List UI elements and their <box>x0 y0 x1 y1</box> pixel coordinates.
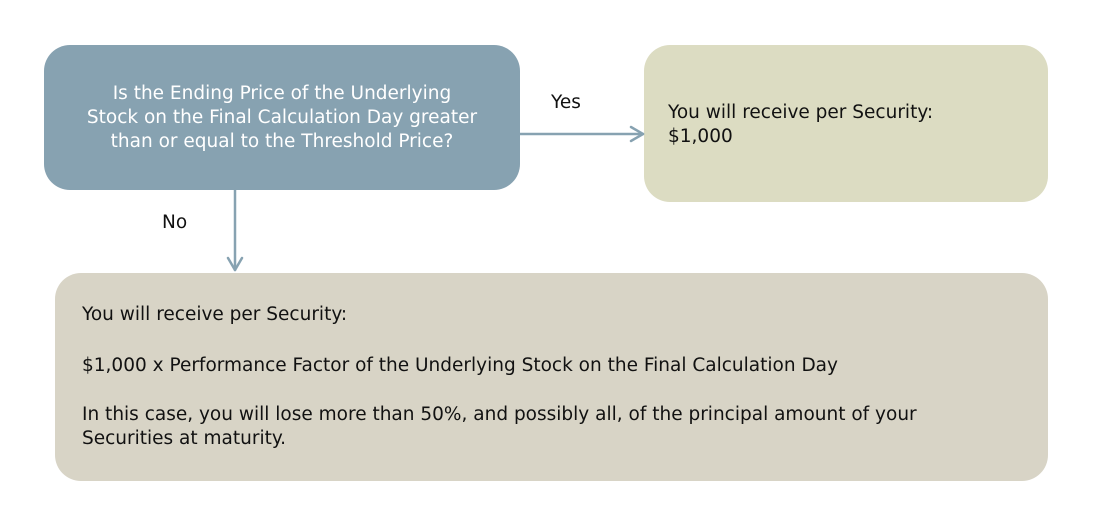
no-arrowhead <box>226 256 244 272</box>
no-outcome-formula: $1,000 x Performance Factor of the Under… <box>82 355 838 376</box>
yes-outcome-box: You will receive per Security: $1,000 <box>644 45 1048 202</box>
no-edge-label: No <box>162 212 188 233</box>
yes-arrow <box>518 125 645 143</box>
decision-question: Is the Ending Price of the Underlying St… <box>86 82 478 152</box>
no-arrow <box>226 188 244 272</box>
no-outcome-title: You will receive per Security: <box>82 304 348 325</box>
yes-edge-label: Yes <box>551 92 581 113</box>
yes-outcome-title: You will receive per Security: <box>668 102 934 123</box>
no-outcome-box: You will receive per Security: $1,000 x … <box>55 273 1048 481</box>
no-outcome-warning: In this case, you will lose more than 50… <box>82 404 917 449</box>
yes-outcome-amount: $1,000 <box>668 126 733 147</box>
yes-arrowhead <box>629 125 645 143</box>
decision-box: Is the Ending Price of the Underlying St… <box>44 45 520 190</box>
